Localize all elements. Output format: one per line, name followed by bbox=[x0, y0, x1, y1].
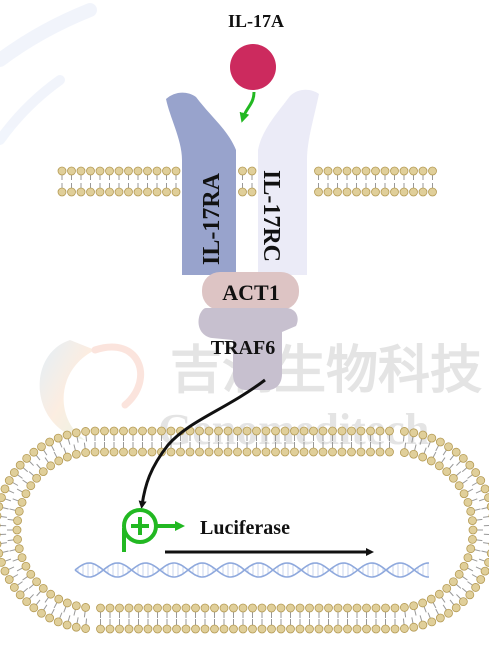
act1-label: ACT1 bbox=[222, 280, 279, 305]
traf6-label: TRAF6 bbox=[211, 337, 275, 359]
plasma-membrane bbox=[58, 167, 437, 196]
il17rc-label: IL-17RC bbox=[258, 170, 284, 262]
il17ra-label: IL-17RA bbox=[199, 172, 225, 265]
binding-arrow bbox=[243, 92, 254, 118]
dna-helix bbox=[75, 563, 429, 577]
promoter-icon bbox=[124, 510, 180, 552]
il17a-ligand bbox=[230, 44, 276, 90]
il17a-label: IL-17A bbox=[228, 11, 284, 31]
background-decoration bbox=[0, 10, 90, 140]
luciferase-label: Luciferase bbox=[200, 517, 290, 539]
watermark-logo-icon bbox=[40, 340, 95, 440]
